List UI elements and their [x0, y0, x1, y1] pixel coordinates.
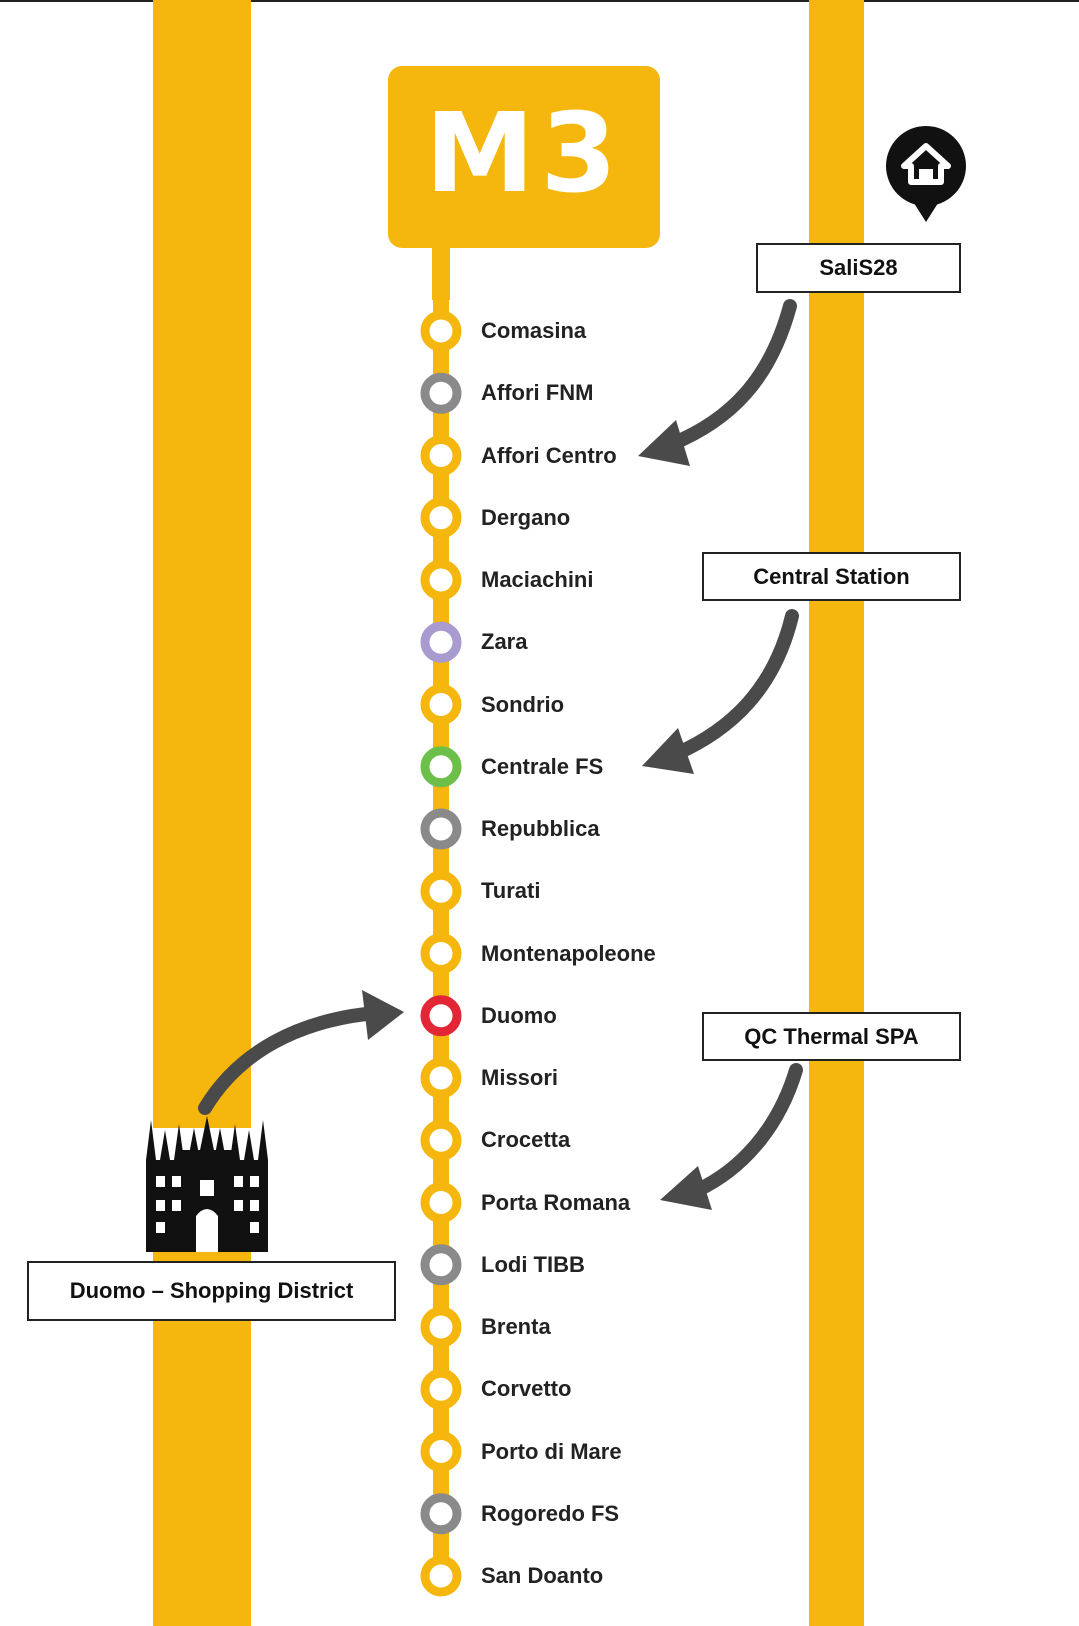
callout-central-station-text: Central Station — [753, 563, 910, 589]
station-marker — [420, 497, 462, 539]
station-marker — [420, 1244, 462, 1286]
station-label: Crocetta — [481, 1127, 571, 1153]
callout-qc-thermal-spa: QC Thermal SPA — [702, 1012, 961, 1061]
logo-text: M3 — [424, 89, 623, 217]
station-label: Rogoredo FS — [481, 1500, 620, 1526]
station-marker — [420, 435, 462, 476]
station-label: Corvetto — [481, 1376, 572, 1402]
m3-logo: M3 — [388, 66, 660, 248]
station-label: San Doanto — [481, 1563, 604, 1588]
station-marker — [420, 933, 462, 974]
station-label: Turati — [481, 878, 541, 904]
station-marker — [420, 1057, 462, 1099]
station-label: Maciachini — [481, 567, 594, 592]
station-marker — [420, 870, 462, 912]
arrow-duomo-district-to-duomo — [198, 990, 404, 1115]
station-marker — [420, 1119, 462, 1161]
station-label: Zara — [481, 629, 528, 655]
station-label: Duomo — [481, 1002, 557, 1028]
station-label: Brenta — [481, 1314, 551, 1339]
station-marker — [420, 684, 462, 725]
callout-salis28-text: SaliS28 — [819, 255, 898, 280]
station-label: Affori FNM — [481, 380, 594, 406]
station-label: Affori Centro — [481, 442, 617, 468]
top-border — [0, 0, 1079, 2]
station-label: Dergano — [481, 504, 571, 530]
station-label: Comasina — [481, 318, 587, 343]
station-marker — [420, 1182, 462, 1223]
callout-duomo-shopping: Duomo – Shopping District — [27, 1261, 396, 1321]
station-marker — [420, 1368, 462, 1410]
callout-duomo-shopping-text: Duomo – Shopping District — [69, 1278, 354, 1303]
arrow-central-station-to-centrale-fs — [642, 609, 799, 774]
station-marker — [420, 621, 462, 663]
station-label: Porta Romana — [481, 1189, 631, 1215]
station-marker — [420, 1431, 462, 1472]
left-bar-upper — [153, 0, 251, 1128]
station-label: Sondrio — [481, 691, 565, 717]
station-label: Montenapoleone — [481, 940, 656, 966]
station-marker — [420, 808, 462, 850]
station-label: Lodi TIBB — [481, 1251, 585, 1277]
station-marker — [420, 1493, 462, 1535]
station-label: Centrale FS — [481, 753, 604, 779]
station-marker — [420, 995, 462, 1037]
station-marker — [420, 1555, 462, 1597]
station-marker — [420, 746, 462, 788]
station-label: Porto di Mare — [481, 1438, 622, 1464]
callout-qc-thermal-spa-text: QC Thermal SPA — [744, 1023, 919, 1049]
arrow-qc-thermal-to-porta-romana — [660, 1063, 803, 1210]
station-marker — [420, 559, 462, 601]
callout-salis28: SaliS28 — [756, 243, 961, 293]
arrow-salis28-to-affori-centro — [638, 299, 797, 466]
cathedral-icon — [146, 1116, 268, 1252]
station-label: Repubblica — [481, 816, 600, 841]
station-label: Missori — [481, 1065, 559, 1090]
station-marker — [420, 1306, 462, 1348]
station-marker — [420, 310, 462, 352]
home-location-pin-icon — [886, 126, 966, 222]
callout-central-station: Central Station — [702, 552, 961, 601]
station-marker — [420, 372, 462, 414]
line-stem — [432, 246, 450, 300]
